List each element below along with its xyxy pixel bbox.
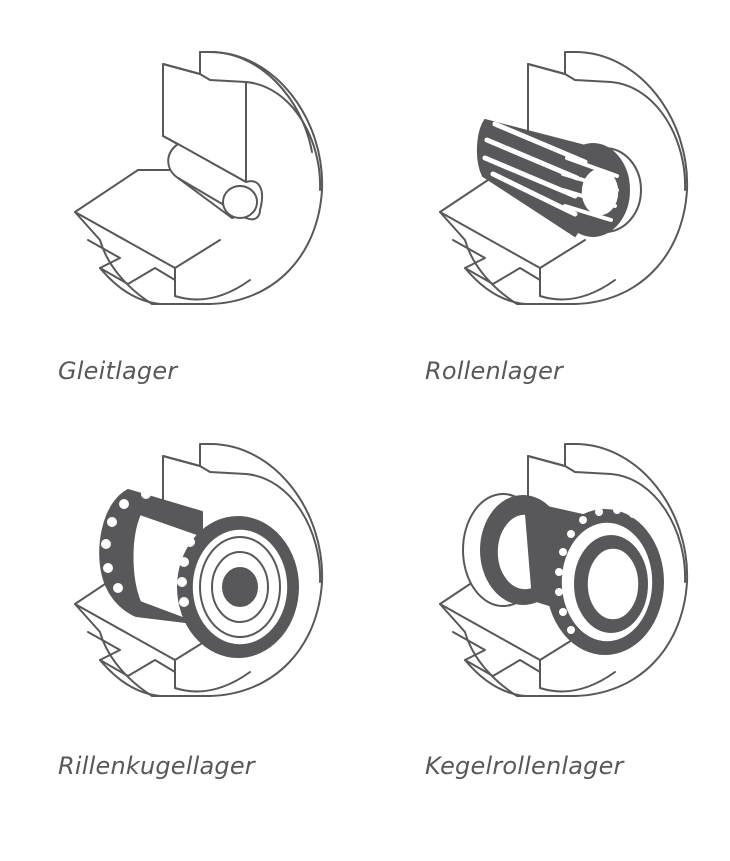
bearing-label: Kegelrollenlager (425, 752, 624, 780)
shaft (167, 143, 264, 221)
bearing-gleitlager: Gleitlager (58, 40, 350, 385)
bearing-rollenlager: Rollenlager (425, 40, 715, 385)
front-balls (177, 537, 195, 607)
bearing-label: Rollenlager (425, 357, 564, 385)
rillenkugellager-illustration (74, 443, 324, 697)
bearing-label: Rillenkugellager (58, 752, 255, 780)
bearing-kegelrollenlager: Kegelrollenlager (425, 432, 715, 780)
rollers (555, 506, 637, 634)
bearing-rillenkugellager: Rillenkugellager (58, 432, 350, 780)
ball-bearing (99, 489, 299, 658)
kegelrollenlager-illustration (439, 443, 689, 697)
needle-rollers (482, 121, 619, 222)
needle-cage (477, 119, 642, 237)
tapered-roller-bearing (462, 493, 664, 655)
gleitlager-illustration (74, 51, 324, 305)
bearing-label: Gleitlager (58, 357, 178, 385)
balls (101, 489, 151, 593)
rollenlager-illustration (439, 51, 689, 305)
